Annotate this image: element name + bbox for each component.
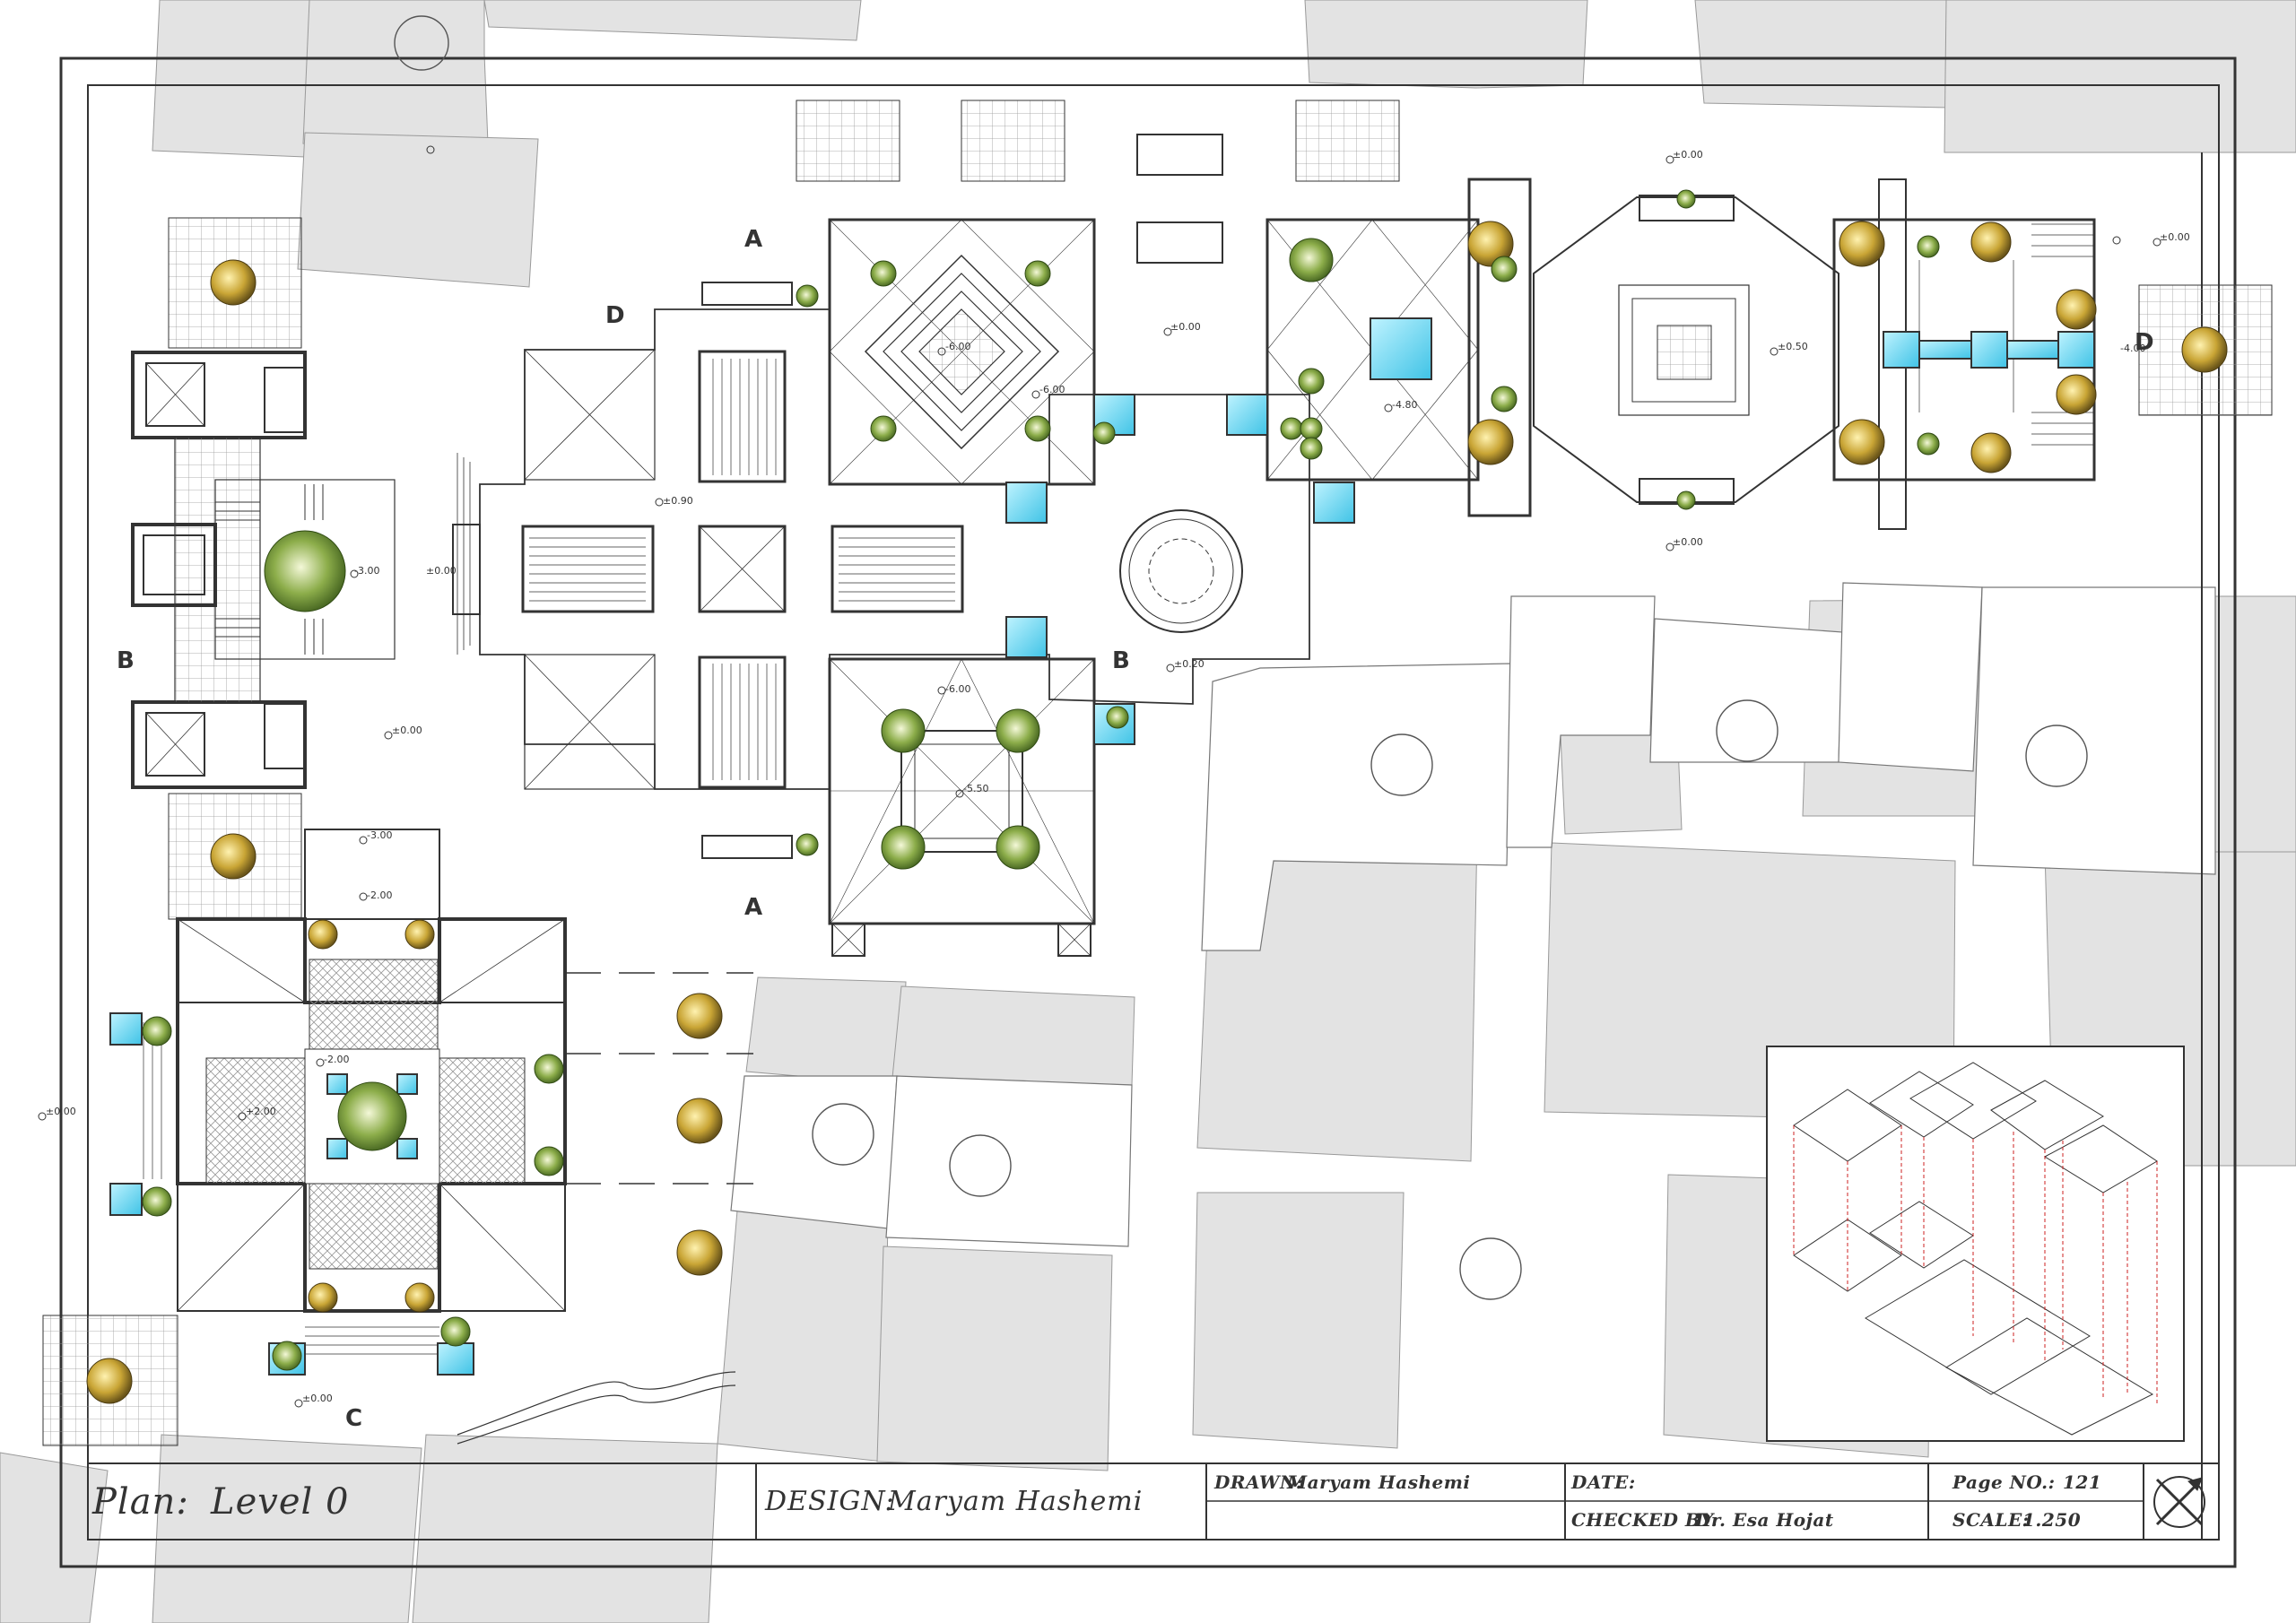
page-number: 121 <box>2063 1471 2102 1493</box>
scale-value: 1.250 <box>2022 1509 2082 1531</box>
level-marker-22: -2.00 <box>367 890 392 901</box>
section-marker-c: C <box>345 1405 362 1432</box>
level-marker-9: ±0.90 <box>663 495 693 507</box>
level-marker-1: ±0.00 <box>1673 149 1703 161</box>
level-marker-4: ±0.00 <box>1170 321 1201 333</box>
level-marker-5: ±0.00 <box>392 725 422 736</box>
level-marker-12: -3.00 <box>367 829 392 841</box>
level-marker-6: ±0.00 <box>46 1106 76 1117</box>
level-marker-2: ±0.00 <box>1673 536 1703 548</box>
tree-outlines <box>394 15 2088 1300</box>
green-trees <box>142 189 1940 1371</box>
plan-label: Plan: <box>92 1481 189 1523</box>
section-marker-d-right: D <box>2135 329 2154 356</box>
design-label: DESIGN: <box>765 1486 895 1517</box>
title-block <box>87 1462 2220 1541</box>
central-complex <box>452 134 1310 957</box>
drawn-label: DRAWN: <box>1214 1471 1303 1493</box>
section-marker-d-left: D <box>605 302 625 329</box>
level-marker-15: -6.00 <box>1039 384 1065 395</box>
checked-label: CHECKED BY: <box>1571 1509 1719 1531</box>
level-marker-11: ±0.20 <box>1174 658 1205 670</box>
level-marker-8: ±0.00 <box>426 565 457 577</box>
level-marker-labels: ±0.00 ±0.00 ±0.00 ±0.00 ±0.00 ±0.00 ±0.0… <box>46 149 2190 1404</box>
page-label: Page NO.: <box>1952 1471 2056 1493</box>
level-marker-18: -4.00 <box>2120 343 2145 354</box>
plan-level: Level 0 <box>211 1481 350 1523</box>
level-marker-16: -6.00 <box>945 683 970 695</box>
level-marker-20: +2.00 <box>246 1106 276 1117</box>
level-marker-14: -6.00 <box>945 341 970 352</box>
section-marker-a-top: A <box>744 226 762 253</box>
level-marker-19: -3.00 <box>354 565 379 577</box>
level-marker-10: ±0.50 <box>1778 341 1808 352</box>
section-marker-b-center: B <box>1112 647 1130 674</box>
level-marker-7: ±0.00 <box>302 1393 333 1404</box>
drawn-name: Maryam Hashemi <box>1287 1471 1471 1493</box>
date-label: DATE: <box>1571 1471 1636 1493</box>
northeast-complex <box>796 100 2273 530</box>
neighbor-parcels <box>730 582 2216 1247</box>
section-marker-a-bottom: A <box>744 894 762 921</box>
scale-label: SCALE: <box>1952 1509 2030 1531</box>
level-markers <box>38 145 2161 1408</box>
section-marker-b-left: B <box>117 647 135 674</box>
water-features <box>109 317 2095 1376</box>
axonometric-inset <box>1766 1046 2185 1442</box>
checked-name: Dr. Esa Hojat <box>1695 1509 1834 1531</box>
level-marker-3: ±0.00 <box>2160 231 2190 243</box>
gold-trees <box>86 221 2228 1404</box>
design-name: Maryam Hashemi <box>888 1486 1144 1517</box>
section-markers: A A B B C D D <box>117 226 2154 1432</box>
outer-frame <box>59 56 2237 1568</box>
level-marker-13: -5.50 <box>963 783 988 794</box>
north-arrow-icon <box>2153 1476 2205 1528</box>
level-marker-17: -4.80 <box>1392 399 1417 411</box>
level-marker-21: -2.00 <box>324 1054 349 1065</box>
